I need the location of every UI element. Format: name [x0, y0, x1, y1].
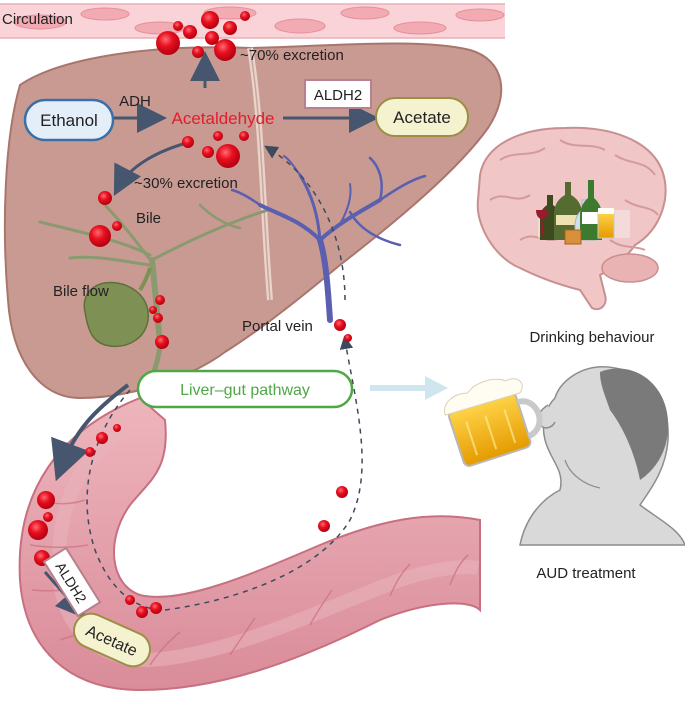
- drinking-person-icon: [519, 366, 685, 546]
- aud-treatment-label: AUD treatment: [536, 565, 636, 582]
- gallbladder: [83, 267, 152, 347]
- portal-vein-label: Portal vein: [242, 318, 313, 335]
- aldh2-liver-label: ALDH2: [314, 87, 362, 104]
- excretion-30-label: ~30% excretion: [134, 175, 238, 192]
- acetaldehyde-label: Acetaldehyde: [171, 109, 274, 128]
- circulation-label: Circulation: [2, 11, 73, 28]
- bile-label: Bile: [136, 210, 161, 227]
- beer-mug-icon: [443, 378, 543, 467]
- liver-gut-pathway-node: Liver–gut pathway: [136, 369, 354, 409]
- acetate-liver-label: Acetate: [393, 108, 451, 127]
- acetate-liver-node: Acetate: [375, 97, 469, 137]
- blood-vessel: [0, 3, 505, 39]
- bile-flow-label: Bile flow: [53, 283, 109, 300]
- aldh2-liver-node: ALDH2: [304, 79, 372, 109]
- portal-vein: [230, 155, 427, 323]
- bottles-icon: [536, 180, 630, 245]
- acetaldehyde-molecules: [28, 11, 352, 618]
- liver: [3, 42, 503, 400]
- intestine: [18, 396, 481, 692]
- drinking-behaviour-label: Drinking behaviour: [529, 329, 654, 346]
- liver-gut-pathway-label: Liver–gut pathway: [180, 382, 310, 399]
- ethanol-node: Ethanol: [23, 98, 115, 142]
- dashed-pathways: [86, 145, 363, 611]
- excretion-70-label: ~70% excretion: [240, 47, 344, 64]
- transition-arrow: [370, 376, 448, 400]
- ethanol-label: Ethanol: [40, 111, 98, 130]
- adh-label: ADH: [119, 93, 151, 110]
